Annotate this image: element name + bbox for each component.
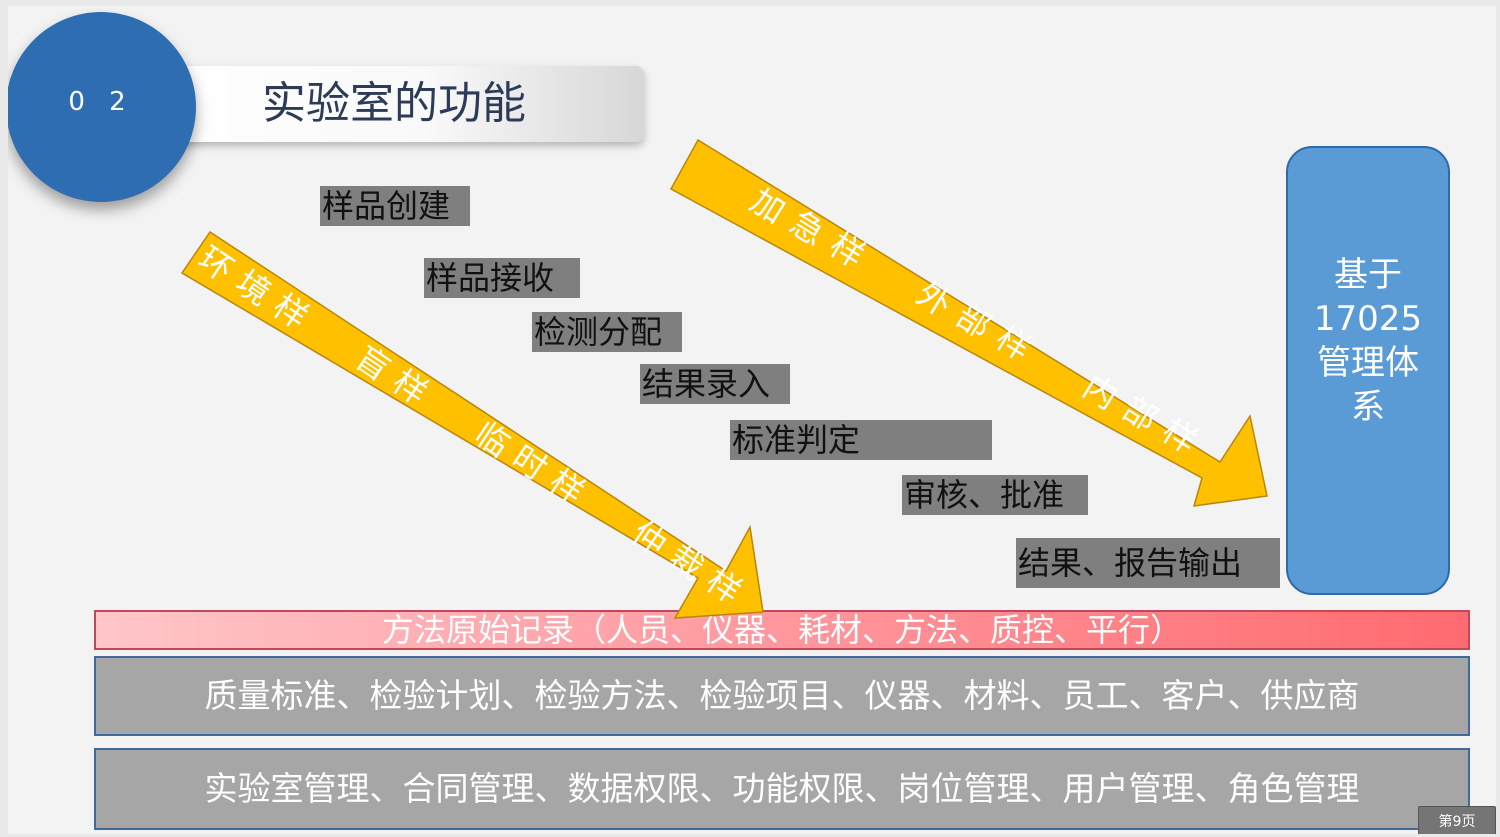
workflow-step-test-assign: 检测分配	[532, 312, 682, 352]
slide: 0 2 实验室的功能 环境样盲样临时样仲裁样 加急样外部样内部样 样品创建 样品…	[8, 6, 1496, 834]
workflow-step-review-approve: 审核、批准	[902, 475, 1088, 515]
workflow-step-result-entry: 结果录入	[640, 364, 790, 404]
iso17025-system-box: 基于17025管理体系	[1286, 146, 1450, 595]
admin-band: 实验室管理、合同管理、数据权限、功能权限、岗位管理、用户管理、角色管理	[94, 748, 1470, 830]
workflow-step-sample-create: 样品创建	[320, 186, 470, 226]
workflow-step-standard-judge: 标准判定	[730, 420, 992, 460]
basic-data-band: 质量标准、检验计划、检验方法、检验项目、仪器、材料、员工、客户、供应商	[94, 656, 1470, 736]
section-title: 实验室的功能	[262, 78, 526, 129]
section-number-badge: 0 2	[8, 12, 196, 202]
left-arrow-shape	[180, 230, 764, 619]
system-box-label: 基于17025管理体系	[1313, 254, 1423, 427]
workflow-step-report-output: 结果、报告输出	[1016, 538, 1280, 588]
method-records-band: 方法原始记录（人员、仪器、耗材、方法、质控、平行）	[94, 610, 1470, 650]
section-number: 0 2	[68, 87, 134, 117]
workflow-step-sample-receive: 样品接收	[424, 258, 580, 298]
right-arrow-shape	[669, 138, 1268, 507]
page-number: 第9页	[1418, 806, 1496, 834]
section-title-bar: 实验室的功能	[158, 66, 644, 142]
